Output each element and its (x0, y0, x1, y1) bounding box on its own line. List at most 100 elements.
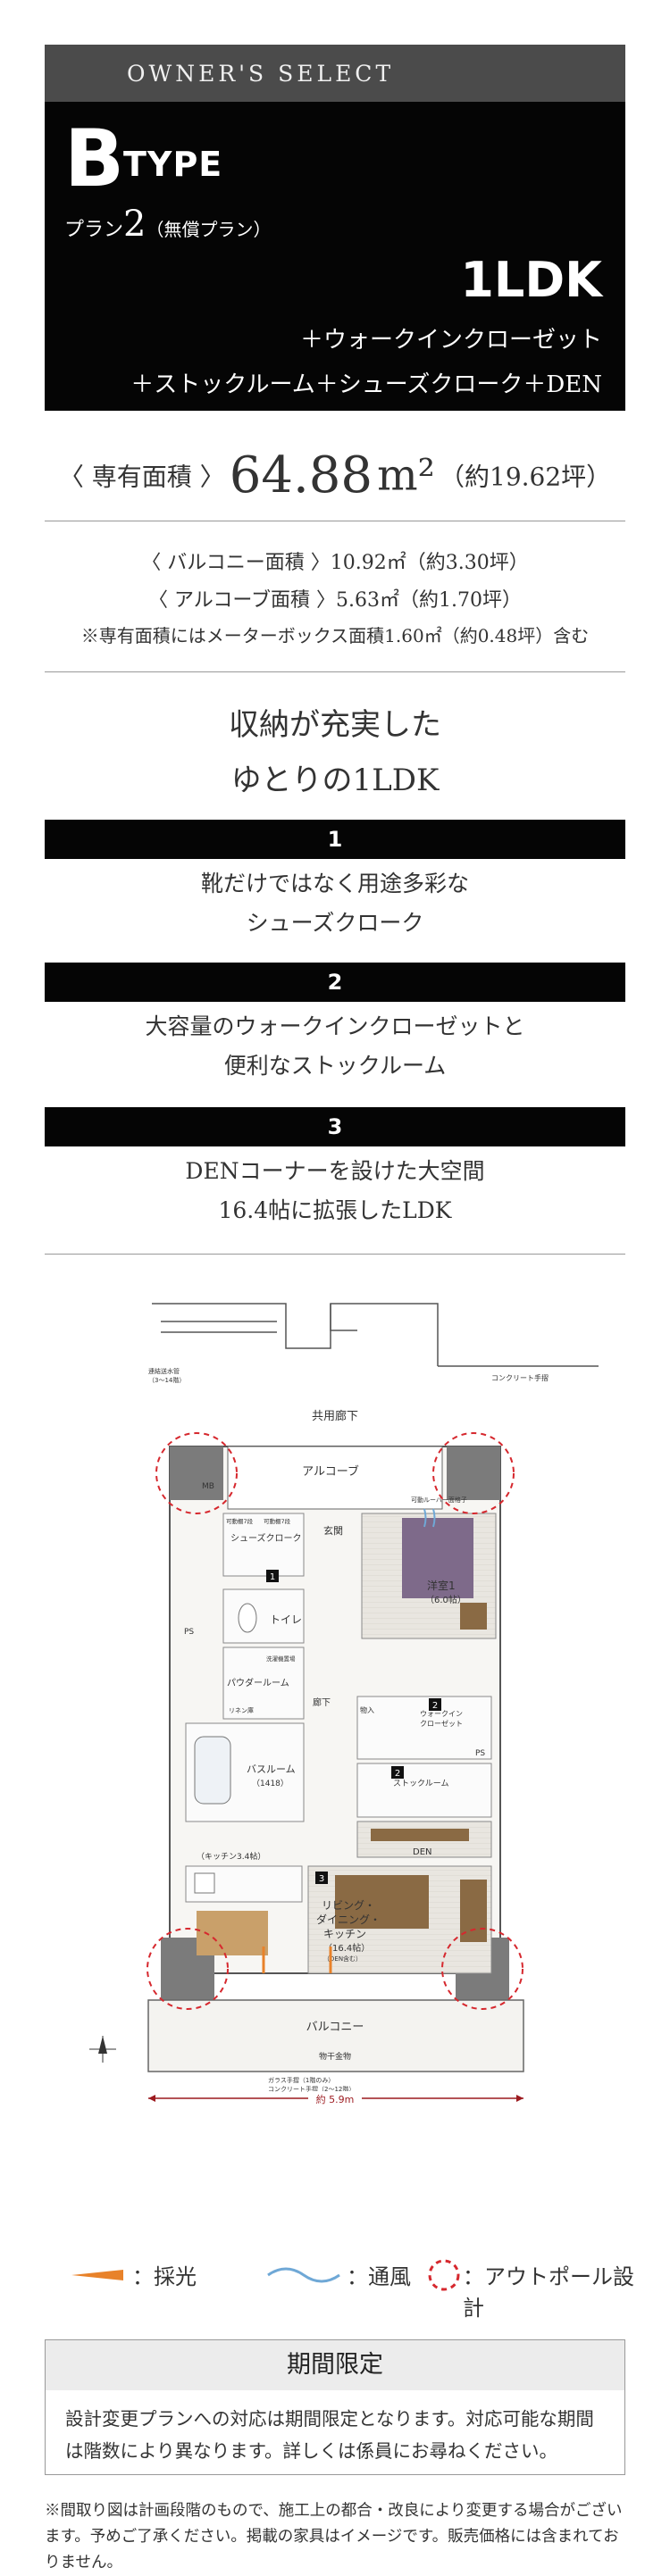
stock-room (356, 1763, 492, 1818)
kitchen-label: （キッチン3.4帖） (197, 1851, 265, 1862)
plan-prefix: プラン (64, 219, 124, 241)
point-1-line-1: 靴だけではなく用途多彩な (200, 871, 469, 896)
outdoor-label: 物干金物 (319, 2051, 351, 2062)
area-value: 64.88 (229, 446, 373, 504)
area-note: ※専有面積にはメーターボックス面積1.60㎡（約0.48坪）含む (80, 625, 590, 646)
select-label: OWNER'S SELECT (127, 61, 395, 87)
corridor-walls (152, 1303, 599, 1367)
light-legend-icon (71, 2270, 123, 2280)
point-1-line-2: シューズクローク (246, 910, 424, 936)
entrance-label: 玄関 (323, 1524, 343, 1537)
outpole-legend-label: ：アウトポール設計 (463, 2264, 634, 2321)
point-1-bar: 1 (45, 820, 625, 859)
toilet-room (222, 1588, 305, 1644)
washer-label: 洗濯機置場 (266, 1655, 296, 1663)
dimension-label-bg (308, 2091, 362, 2105)
wic-label-2: クローゼット (420, 1719, 463, 1728)
plan-note: （無償プラン） (146, 219, 272, 240)
wind-legend-label: ：通風 (347, 2264, 411, 2289)
balcony-area: 〈 バルコニー面積 〉10.92㎡（約3.30坪） (141, 552, 529, 574)
layout-extras: ＋ウォークインクローゼット ＋ストックルーム＋シューズクローク＋DEN (130, 318, 602, 407)
area-label: 〈 専有面積 〉 (58, 462, 225, 492)
lead-line-2: ゆとりの1LDK (230, 763, 440, 798)
lead-line-1: 収納が充実した (229, 707, 441, 743)
bedroom-label: 洋室1 (427, 1579, 456, 1592)
notice-body: 設計変更プランへの対応は期間限定となります。対応可能な期間は階数により異なります… (65, 2408, 594, 2462)
ldk-label-3: キッチン (323, 1928, 366, 1940)
type-header: OWNER'S SELECT B TYPE プラン2（無償プラン） 1LDK ＋… (45, 45, 625, 411)
outpole-legend-icon (428, 2259, 460, 2291)
riser-floors: （3〜14階） (148, 1376, 185, 1384)
type-word: TYPE (123, 145, 223, 184)
badge-3: 3 (315, 1872, 328, 1884)
badge-3-text: 3 (319, 1874, 324, 1884)
outpole-marks (147, 1432, 523, 2010)
den-desk (371, 1829, 469, 1841)
living-sofa (335, 1875, 429, 1929)
bedroom-size: （6.0帖） (425, 1594, 466, 1605)
plan-legend: ：採光 ：通風 ：アウトポール設計 (63, 2255, 634, 2321)
ldk-size: （16.4帖） (323, 1942, 370, 1954)
alcove-area (227, 1446, 443, 1510)
legend-marks (71, 2259, 460, 2291)
wind-arrows (423, 1508, 436, 1528)
tv-board (460, 1880, 487, 1942)
bedroom-desk (460, 1603, 487, 1630)
select-band: OWNER'S SELECT (45, 45, 625, 102)
badge-2a: 2 (429, 1698, 441, 1711)
area-tsubo: （約19.62坪） (440, 462, 612, 492)
wic-label: ウォークイン (420, 1710, 463, 1718)
point-3-bar: 3 (45, 1107, 625, 1146)
powder-label: パウダールーム (227, 1677, 289, 1688)
toilet-label: トイレ (270, 1613, 302, 1626)
bathtub (194, 1736, 231, 1805)
type-letter: B (64, 113, 125, 204)
light-arrows (262, 1947, 332, 1973)
alcove-label: アルコーブ (302, 1464, 359, 1479)
bath-size: （1418） (252, 1779, 289, 1788)
louver-label: 可動ルーバー面格子 (411, 1496, 467, 1504)
floor-plan-drawing: 連結送水管 （3〜14階） コンクリート手摺 共用廊下 アルコーブ MB 可動ル… (89, 1303, 599, 2105)
ldk-label-1: リビング・ (322, 1899, 375, 1912)
shoes-closet-label: シューズクローク (230, 1532, 302, 1544)
ps-label-1: PS (184, 1628, 194, 1637)
badge-1: 1 (266, 1570, 279, 1582)
shoes-closet-room (222, 1513, 305, 1577)
ldk-label-2: ダイニング・ (316, 1913, 381, 1926)
kitchen-sink (194, 1872, 215, 1894)
concrete-rail-label-2: コンクリート手摺（2〜12階） (268, 2085, 355, 2093)
divider (45, 671, 625, 672)
balcony-label: バルコニー (306, 2021, 364, 2034)
stock-label: ストックルーム (393, 1779, 448, 1788)
point-2-line-2: 便利なストックルーム (223, 1053, 447, 1079)
dining-table (197, 1911, 268, 1955)
extras-line-1: ＋ウォークインクローゼット (299, 327, 602, 354)
alcove-area: 〈 アルコーブ面積 〉5.63㎡（約1.70坪） (148, 589, 522, 612)
point-3-line-2: 16.4帖に拡張したLDK (218, 1197, 452, 1223)
point-2-bar: 2 (45, 963, 625, 1002)
badge-2b: 2 (391, 1766, 404, 1779)
footnote: ※間取り図は計画段階のもので、施工上の都合・改良により変更する場合がございます。… (45, 2502, 623, 2572)
floor-plan: 連結送水管 （3〜14階） コンクリート手摺 共用廊下 アルコーブ MB 可動ル… (63, 1286, 607, 2197)
point-3-line-1: DENコーナーを設けた大空間 (185, 1158, 485, 1184)
compass-icon (89, 2036, 116, 2063)
shelf-label-2: 可動棚7段 (264, 1517, 291, 1525)
notice-title: 期間限定 (46, 2340, 624, 2390)
concrete-rail-label: コンクリート手摺 (491, 1373, 549, 1382)
point-2-line-1: 大容量のウォークインクローゼットと (145, 1013, 525, 1039)
hall-label: 廊下 (313, 1696, 331, 1708)
mb-label: MB (202, 1482, 214, 1491)
toilet-bowl (238, 1603, 257, 1633)
ps-label-2: PS (475, 1749, 485, 1758)
walk-in-closet (356, 1696, 492, 1760)
extras-line-2: ＋ストックルーム＋シューズクローク＋DEN (130, 371, 602, 398)
shelf-label-1: 可動棚7段 (226, 1517, 254, 1525)
storage-label: 物入 (360, 1705, 374, 1714)
exclusive-area: 〈 専有面積 〉 64.88 m² （約19.62坪） (0, 446, 670, 504)
ldk-note: （DEN含む） (323, 1955, 362, 1963)
width-label: 約 5.9m (316, 2093, 355, 2105)
badge-2b-text: 2 (395, 1769, 400, 1779)
badge-1-text: 1 (270, 1572, 275, 1582)
glass-rail-label: ガラス手摺（1階のみ） (268, 2076, 334, 2084)
